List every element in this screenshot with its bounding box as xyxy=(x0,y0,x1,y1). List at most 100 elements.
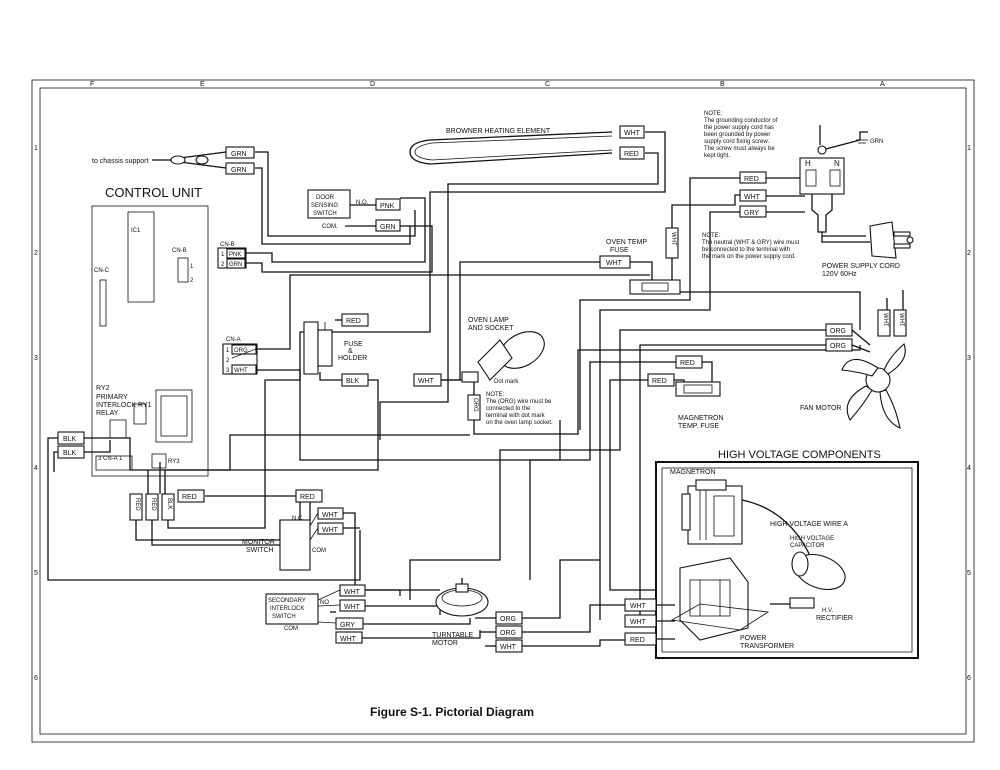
chassis-support: to chassis support GRN GRN xyxy=(92,146,255,175)
plug-body xyxy=(869,221,897,259)
cn-b-board-pin-1: 1 xyxy=(190,264,194,270)
door-sensing-wire-grn xyxy=(375,219,401,232)
turntable-wire-wht-label: WHT xyxy=(500,644,517,651)
secondary-wire-wht-c-label: WHT xyxy=(340,636,357,643)
secondary-wire-wht-a xyxy=(339,584,366,597)
power-wire-wht xyxy=(739,189,767,202)
cn-a-bottom-label: 3 CN-A 1 xyxy=(98,456,123,462)
door-sensing-com: COM. xyxy=(322,224,338,230)
hv-wire-wht-a-label: WHT xyxy=(630,603,647,610)
cn-b-wire-pnk-label: PNK xyxy=(229,252,241,258)
hv-cap-l2: CAPACITOR xyxy=(790,543,825,549)
monitor-switch: RED N.C. COM WHT WHT MONITOR SWITCH xyxy=(242,489,344,571)
door-sensing-wire-pnk xyxy=(375,198,401,211)
row-mark-6-right: 6 xyxy=(967,675,971,682)
monitor-wire-wht-a-label: WHT xyxy=(322,512,339,519)
lamp-note-l1: NOTE: xyxy=(486,392,505,398)
wires xyxy=(47,131,904,647)
chassis-wire-1 xyxy=(225,146,255,159)
secondary-l2: INTERLOCK xyxy=(270,606,304,612)
oven-lamp-wire-wht-label: WHT xyxy=(418,378,435,385)
cn-a-bottom-connector xyxy=(95,455,133,471)
row-mark-6: 6 xyxy=(34,675,38,682)
ry3-connector xyxy=(151,453,167,469)
power-terminal-block: GRN H N RED WHT GRY xyxy=(739,125,883,243)
hv-box xyxy=(655,461,919,659)
browner-heating-element: BROWNER HEATING ELEMENT WHT RED xyxy=(409,125,645,165)
chassis-wire-2-label: GRN xyxy=(231,167,247,174)
cn-b-pin-1: 1 xyxy=(221,252,225,258)
secondary-l1: SECONDARY xyxy=(268,598,306,604)
cn-b-wire-grn-label: GRN xyxy=(229,262,242,268)
cn-a-pin-3: 3 xyxy=(226,368,230,374)
secondary-wire-gry-label: GRY xyxy=(340,622,355,629)
browner-wire-red-label: RED xyxy=(624,151,639,158)
secondary-com: COM xyxy=(284,626,298,632)
ground-screw-icon xyxy=(817,145,827,155)
neutral-note-l1: NOTE: xyxy=(702,233,721,239)
monitor-l1: MONITOR xyxy=(242,539,275,546)
cn-a-wire-org xyxy=(231,344,257,355)
power-wire-gry xyxy=(739,205,767,218)
col-mark-b: B xyxy=(720,81,725,88)
turntable-motor: TURNTABLE MOTOR ORG ORG WHT xyxy=(432,578,523,653)
oven-lamp-socket: OVEN LAMP AND SOCKET WHT Dot mark ORG NO… xyxy=(413,317,553,426)
col-mark-f: F xyxy=(90,81,94,88)
ry2-label: RY2 xyxy=(96,385,110,392)
terminal-n: N xyxy=(834,159,840,168)
neutral-note-l2: The neutral (WHT & GRY) wire must xyxy=(702,240,799,246)
fan-wire-org-a-label: ORG xyxy=(830,328,846,335)
fuse-holder-l3: HOLDER xyxy=(338,355,367,362)
cn-a-pin-2: 2 xyxy=(226,358,230,364)
relay-wire-red xyxy=(177,489,205,503)
oven-temp-fuse-wire-wht-v xyxy=(665,227,679,259)
secondary-wire-gry xyxy=(335,617,364,630)
power-plug xyxy=(869,221,914,259)
hv-title: HIGH VOLTAGE COMPONENTS xyxy=(718,449,881,461)
frame: F E D C B A 1 2 3 4 5 6 1 2 3 4 5 6 xyxy=(31,79,975,743)
oven-lamp-wire-wht xyxy=(413,373,442,387)
door-sensing-line3: SWITCH xyxy=(313,211,337,217)
cn-b-wire-grn xyxy=(226,258,246,269)
browner-title: BROWNER HEATING ELEMENT xyxy=(446,128,551,135)
hv-rectifier xyxy=(789,597,815,609)
monitor-l2: SWITCH xyxy=(246,547,274,554)
ry1-relay xyxy=(133,403,147,425)
hv-wire-wht-b xyxy=(624,614,657,628)
ground-note-l4: been grounded by power xyxy=(704,132,770,138)
relay-label-3: RELAY xyxy=(96,410,119,417)
cn-b-board-label: CN-B xyxy=(172,248,187,254)
fuse-holder-wire-red xyxy=(341,313,369,327)
neutral-note-l3: be connected to the terminal with xyxy=(702,247,790,253)
fan-wire-wht-b-label: WHT xyxy=(898,313,904,327)
chassis-wire-1-label: GRN xyxy=(231,151,247,158)
turntable-wire-org-a-label: ORG xyxy=(500,616,516,623)
cn-a-wire-wht-label: WHT xyxy=(234,368,248,374)
cn-b-wire-pnk xyxy=(226,248,246,259)
cn-c-connector xyxy=(99,279,107,327)
oven-temp-fuse-l2: FUSE xyxy=(610,247,629,254)
fan-blade-4 xyxy=(883,343,906,375)
oven-temp-fuse-body xyxy=(629,279,681,295)
magnetron-fuse-l1: MAGNETRON xyxy=(678,415,724,422)
door-sensing-line1: DOOR xyxy=(316,195,335,201)
cn-c-label: CN-C xyxy=(94,268,110,274)
row-mark-4: 4 xyxy=(34,465,38,472)
cn-a-label: CN-A xyxy=(226,337,241,343)
neutral-note: NOTE: The neutral (WHT & GRY) wire must … xyxy=(702,233,900,278)
fuse-holder-body xyxy=(303,321,319,375)
cn-b-pin-2: 2 xyxy=(221,262,225,268)
col-mark-a: A xyxy=(880,81,885,88)
cn-a-pin-1: 1 xyxy=(226,348,230,354)
turntable-l2: MOTOR xyxy=(432,640,458,647)
vwire-blk xyxy=(161,493,175,521)
secondary-wire-wht-c xyxy=(335,631,363,644)
ground-note-l7: kept tight. xyxy=(704,153,730,159)
browner-wire-red xyxy=(619,146,645,160)
fan-blade-1 xyxy=(841,358,879,377)
fan-wire-wht-a-label: WHT xyxy=(882,313,888,327)
door-sensing-wire-pnk-label: PNK xyxy=(380,203,395,210)
fan-motor: ORG ORG WHT WHT FAN MOTOR xyxy=(800,309,907,429)
terminal-h: H xyxy=(805,159,811,168)
hv-wire-wht-b-label: WHT xyxy=(630,619,647,626)
